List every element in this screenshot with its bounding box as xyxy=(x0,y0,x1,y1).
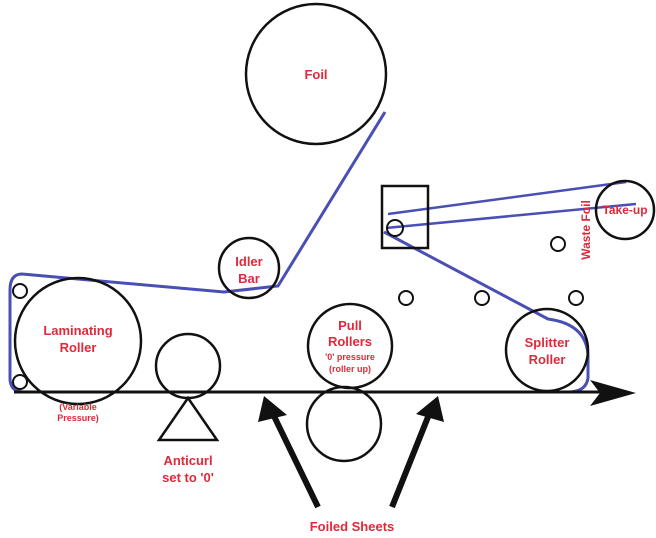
foiled-sheets-arrowhead-left xyxy=(258,396,287,422)
foiled-sheets-arrow-left xyxy=(269,410,321,509)
foiled-sheets-arrowhead-right xyxy=(416,396,444,422)
pull-roller-bottom xyxy=(305,385,383,463)
small-roller-bottom-left xyxy=(12,374,28,390)
anticurl-triangle xyxy=(156,395,220,442)
anticurl-label-line1: Anticurl xyxy=(163,453,212,468)
take-up-label: Take-up xyxy=(602,203,647,217)
foil-web-path xyxy=(8,111,387,394)
splitter-label-line2: Roller xyxy=(529,352,566,367)
pull-rollers-label-line3: '0' pressure xyxy=(325,352,375,362)
foiled-sheets-label: Foiled Sheets xyxy=(310,519,395,534)
splitter-label-line1: Splitter xyxy=(525,335,570,350)
idler-bar xyxy=(217,236,281,300)
pull-rollers-label-line1: Pull xyxy=(338,318,362,333)
foil-label: Foil xyxy=(304,67,327,82)
pull-rollers-label-line2: Rollers xyxy=(328,334,372,349)
small-roller-top-left xyxy=(12,283,28,299)
take-up-roll xyxy=(594,179,656,241)
guide-roller-1 xyxy=(398,290,414,306)
foil-roll xyxy=(244,2,388,146)
variable-pressure-label-line2: Pressure) xyxy=(57,413,99,423)
waste-foil-path xyxy=(383,230,590,394)
guide-roller-4 xyxy=(550,236,566,252)
sheet-direction-arrowhead xyxy=(590,380,636,406)
variable-pressure-label-line1: (Variable xyxy=(59,402,97,412)
foiled-sheets-arrow-right xyxy=(389,410,433,509)
waste-foil-label: Waste Foil xyxy=(579,200,593,260)
laminating-label-line2: Roller xyxy=(60,340,97,355)
pull-rollers-label-line4: (roller up) xyxy=(329,364,371,374)
laminating-label-line1: Laminating xyxy=(43,323,112,338)
idler-label-line2: Bar xyxy=(238,271,260,286)
idler-label-line1: Idler xyxy=(235,254,262,269)
laminating-roller xyxy=(13,276,143,406)
separation-box-roller xyxy=(386,219,404,237)
guide-roller-2 xyxy=(474,290,490,306)
anticurl-roller xyxy=(154,332,222,400)
splitter-roller xyxy=(504,307,590,393)
anticurl-label-line2: set to '0' xyxy=(162,470,214,485)
guide-roller-3 xyxy=(568,290,584,306)
separation-box xyxy=(380,184,430,250)
